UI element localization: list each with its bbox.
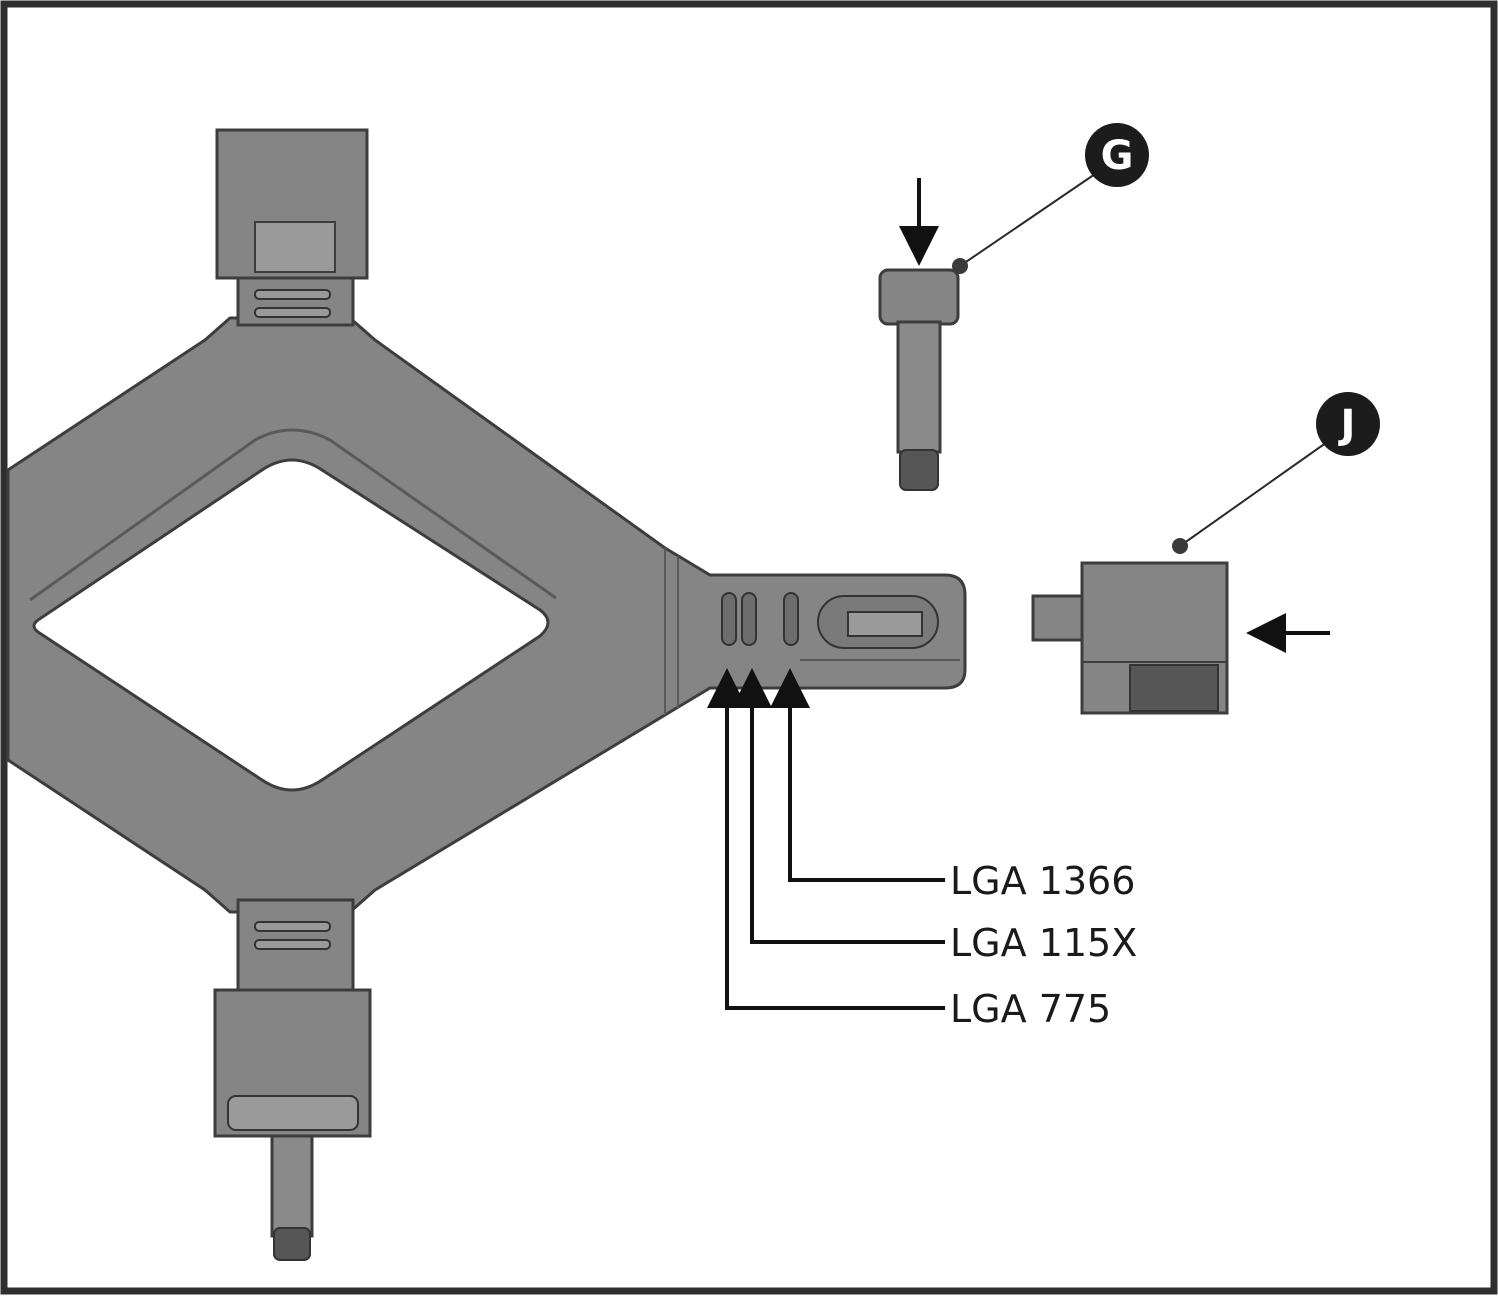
part-j-nut (1031, 561, 1330, 715)
callout-g-badge (1085, 123, 1149, 187)
slot-lga1366 (783, 592, 799, 646)
slot-lga775 (721, 592, 737, 646)
backplate (6, 128, 967, 1261)
backplate-opening-bevel (29, 428, 557, 602)
part-g-screw (878, 178, 960, 491)
backplate-opening (32, 458, 550, 792)
part-g-shaft (896, 320, 942, 454)
part-g-head (878, 268, 960, 326)
bottom-screw-thread (273, 1227, 311, 1261)
leader-lga115x (732, 668, 945, 944)
top-clip-cutout (254, 221, 336, 273)
bottom-grip-line-1 (254, 921, 331, 932)
label-lga115x: LGA 115X (950, 921, 1137, 965)
arm-end-slot-inner (847, 611, 923, 637)
leader-lga1366 (770, 668, 945, 882)
leader-lga775 (707, 668, 945, 1010)
callout-j: J (1172, 392, 1380, 554)
bottom-screw-shaft (270, 1134, 314, 1238)
top-grip-line-1 (254, 289, 331, 300)
bottom-clip-window (227, 1095, 359, 1131)
bottom-grip-line-2 (254, 939, 331, 950)
callout-j-letter: J (1338, 402, 1356, 448)
socket-leaders (707, 668, 945, 1010)
part-g-thread (899, 449, 939, 491)
label-lga775: LGA 775 (950, 987, 1111, 1031)
part-j-thread (1129, 664, 1219, 712)
callout-g-letter: G (1101, 133, 1134, 179)
slot-lga115x (741, 592, 757, 646)
label-lga1366: LGA 1366 (950, 859, 1135, 903)
callout-g: G (952, 123, 1149, 274)
top-grip-line-2 (254, 307, 331, 318)
callout-j-badge (1316, 392, 1380, 456)
